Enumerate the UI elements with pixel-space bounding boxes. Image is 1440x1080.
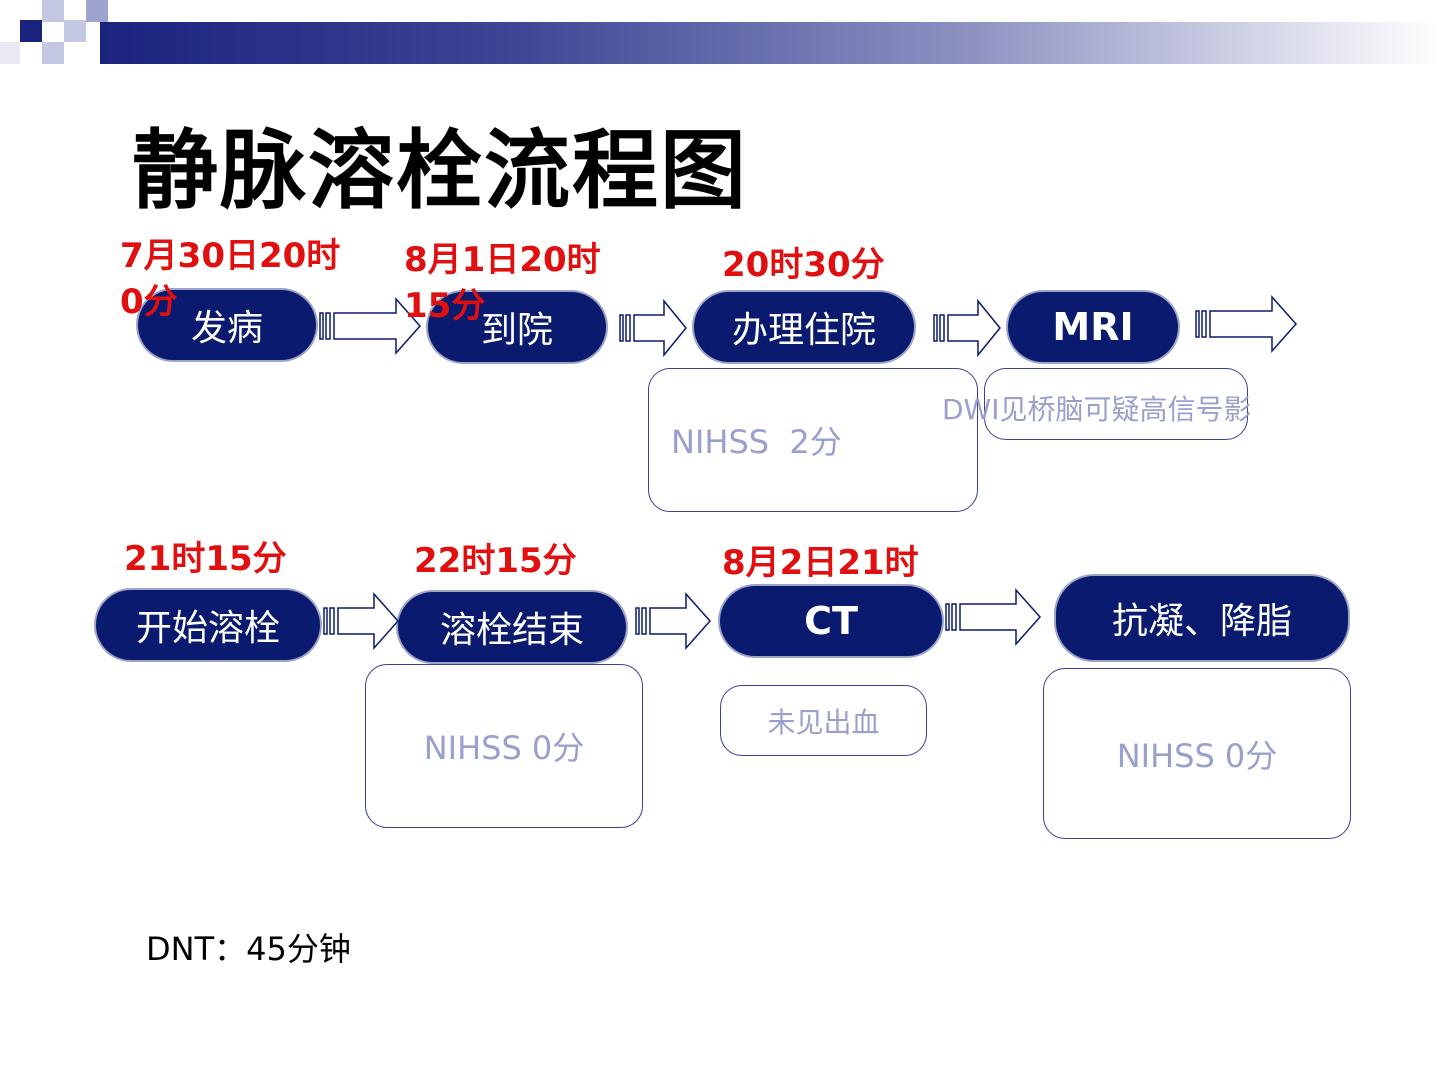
dnt-label: DNT：45分钟 <box>146 930 351 968</box>
step-onset: 发病 <box>138 290 316 360</box>
time-onset-line1: 7月30日20时 <box>120 236 341 276</box>
time-start-thrombolysis: 21时15分 <box>124 539 287 579</box>
note-dwi-text: DWI见桥脑可疑高信号影 <box>942 393 1252 426</box>
header-square-light <box>42 42 64 64</box>
note-nihss-0-b-text: NIHSS 0分 <box>1116 736 1278 775</box>
time-admission: 20时30分 <box>722 245 885 285</box>
step-mri: MRI <box>1008 292 1178 362</box>
note-dwi-box <box>984 368 1248 440</box>
note-nihss-2: NIHSS 2分 <box>648 368 978 512</box>
time-arrival-line1: 8月1日20时 <box>404 240 601 280</box>
arrow-right-icon <box>619 298 687 358</box>
step-admission: 办理住院 <box>694 292 914 362</box>
note-nihss-0-a: NIHSS 0分 <box>365 664 643 828</box>
step-arrival: 到院 <box>428 292 606 362</box>
time-arrival-line2: 15分 <box>404 286 486 326</box>
arrow-right-icon <box>323 592 400 650</box>
step-anticoag: 抗凝、降脂 <box>1056 576 1348 660</box>
note-nihss-0-a-text: NIHSS 0分 <box>423 729 585 767</box>
time-onset-line2: 0分 <box>120 282 178 322</box>
time-ct: 8月2日21时 <box>722 543 919 583</box>
note-no-bleeding-text: 未见出血 <box>767 705 880 739</box>
arrow-right-icon <box>635 592 712 650</box>
header-square-dark <box>0 42 20 64</box>
header-square-dark <box>20 20 42 42</box>
time-end-thrombolysis: 22时15分 <box>414 541 577 581</box>
note-nihss-2-text: NIHSS 2分 <box>671 423 842 461</box>
header-bar <box>100 22 1440 64</box>
arrow-right-icon <box>319 297 422 355</box>
header-square-mid <box>86 0 108 22</box>
page-title: 静脉溶栓流程图 <box>132 121 748 221</box>
arrow-right-icon <box>1195 295 1298 353</box>
step-end-thrombolysis: 溶栓结束 <box>398 592 626 662</box>
step-start-thrombolysis: 开始溶栓 <box>96 590 320 660</box>
step-ct: CT <box>720 586 942 656</box>
note-no-bleeding: 未见出血 <box>720 685 927 756</box>
header-square-light <box>42 0 64 22</box>
note-nihss-0-b: NIHSS 0分 <box>1043 668 1351 839</box>
arrow-right-icon <box>933 298 1001 358</box>
arrow-right-icon <box>945 588 1042 646</box>
header-square-light <box>64 20 86 42</box>
